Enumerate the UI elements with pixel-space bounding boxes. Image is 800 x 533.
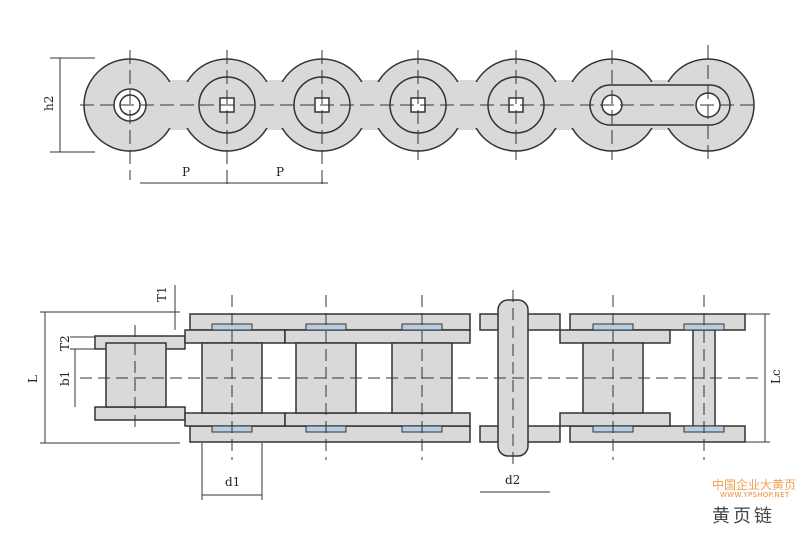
label-d1: d1 <box>225 475 240 489</box>
label-b1: b1 <box>58 371 72 386</box>
watermark-url: WWW.YPSHOP.NET <box>720 491 790 499</box>
label-h2: h2 <box>42 96 56 111</box>
watermark-title: 中国企业大黄页 <box>712 478 797 492</box>
label-pitch-2: P <box>276 165 284 179</box>
label-t1: T1 <box>155 286 169 302</box>
inner-plates <box>184 329 671 427</box>
label-d2: d2 <box>505 473 520 487</box>
top-view <box>50 45 760 190</box>
label-pitch-1: P <box>182 165 190 179</box>
side-view <box>40 285 770 500</box>
watermark-subtitle: 黄页链 <box>712 506 775 527</box>
label-t2: T2 <box>58 335 72 351</box>
label-l: L <box>26 375 40 383</box>
label-lc: Lc <box>769 369 783 384</box>
